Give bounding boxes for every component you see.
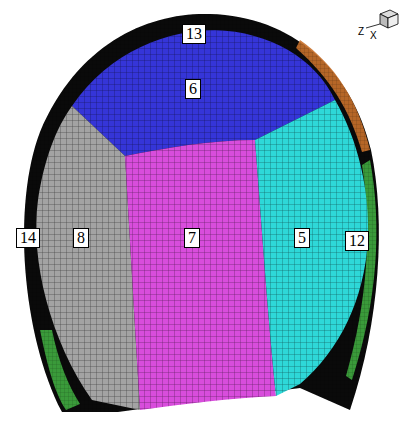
axis-label: Z — [358, 26, 364, 37]
callout-number: 13 — [182, 24, 206, 44]
callout-number: 14 — [16, 228, 40, 248]
callout-number: 12 — [345, 231, 369, 251]
callout-number: 5 — [294, 228, 310, 248]
callout-number: 6 — [185, 79, 201, 99]
callout-number: 7 — [184, 228, 200, 248]
callout-number: 8 — [73, 228, 89, 248]
axis-label: X — [370, 30, 377, 41]
